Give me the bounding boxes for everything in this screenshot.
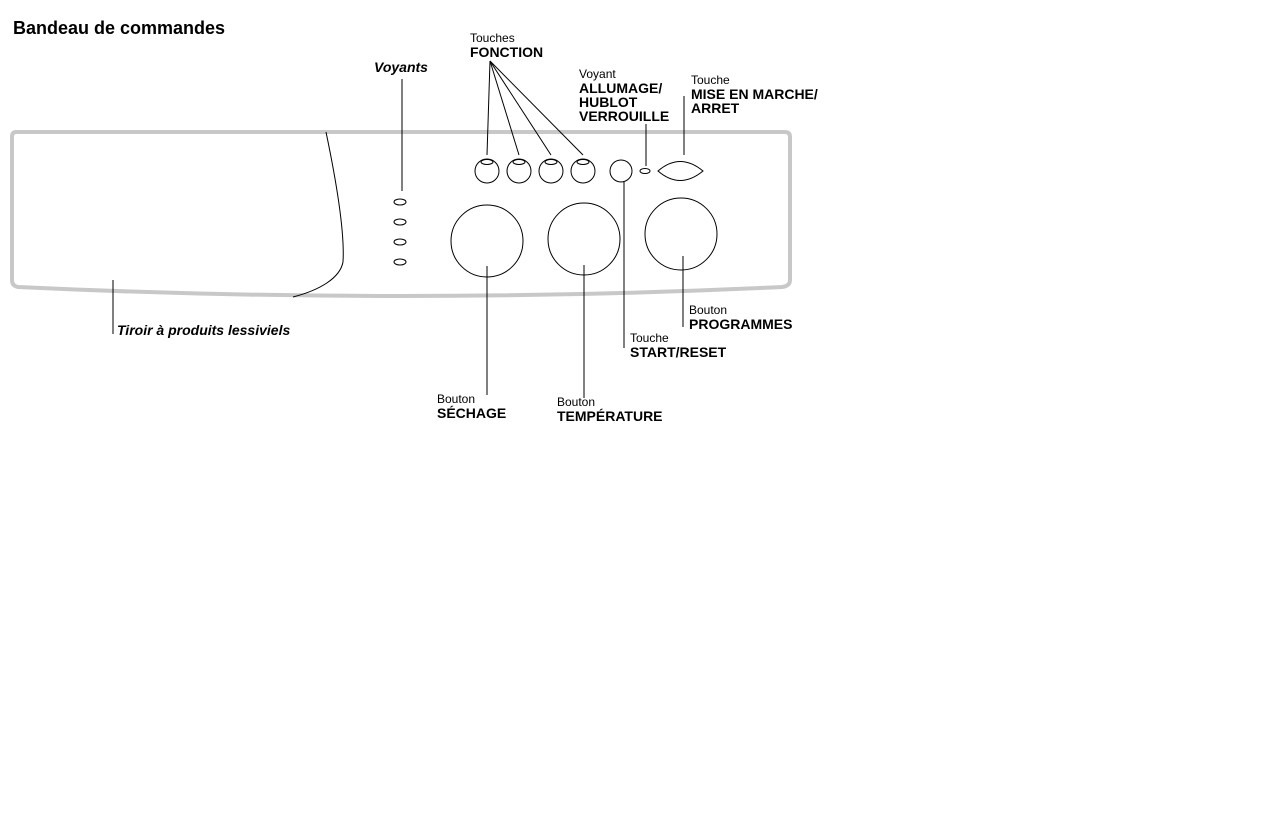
fonction-label-small: Touches: [470, 31, 515, 45]
fonction-label-big: FONCTION: [470, 44, 544, 60]
function-button[interactable]: [570, 158, 596, 184]
start-reset-button[interactable]: [609, 159, 633, 183]
allumage-label-big-1: ALLUMAGE/: [579, 80, 663, 96]
voyants-label: Voyants: [374, 59, 428, 75]
marche-label-big-2: ARRET: [691, 100, 740, 116]
indicator-light: [393, 238, 407, 246]
programmes-label-big: PROGRAMMES: [689, 316, 793, 332]
allumage-label-big-3: VERROUILLE: [579, 108, 670, 124]
temperature-label: Bouton TEMPÉRATURE: [557, 395, 663, 423]
power-door-indicator: [639, 168, 651, 174]
start-label: Touche START/RESET: [630, 331, 726, 359]
function-button[interactable]: [474, 158, 500, 184]
programmes-label-small: Bouton: [689, 303, 728, 317]
temperature-label-small: Bouton: [557, 395, 596, 409]
start-label-small: Touche: [630, 331, 669, 345]
panel-outline: [10, 130, 792, 298]
on-off-button[interactable]: [657, 161, 704, 181]
indicator-light: [393, 218, 407, 226]
function-button[interactable]: [538, 158, 564, 184]
indicator-light: [393, 258, 407, 266]
tiroir-label: Tiroir à produits lessiviels: [117, 322, 291, 338]
programs-knob[interactable]: [644, 197, 718, 271]
marche-label: Touche MISE EN MARCHE/ ARRET: [691, 73, 818, 115]
allumage-label: Voyant ALLUMAGE/ HUBLOT VERROUILLE: [579, 67, 669, 123]
allumage-label-big-2: HUBLOT: [579, 94, 638, 110]
drawer-edge: [292, 131, 344, 298]
temperature-label-big: TEMPÉRATURE: [557, 408, 663, 424]
start-label-big: START/RESET: [630, 344, 727, 360]
sechage-label-big: SÉCHAGE: [437, 405, 507, 421]
marche-label-small: Touche: [691, 73, 730, 87]
sechage-label: Bouton SÉCHAGE: [437, 392, 506, 420]
temperature-knob[interactable]: [547, 202, 621, 276]
sechage-label-small: Bouton: [437, 392, 476, 406]
page-title: Bandeau de commandes: [13, 18, 226, 38]
marche-label-big-1: MISE EN MARCHE/: [691, 86, 818, 102]
programmes-label: Bouton PROGRAMMES: [689, 303, 792, 331]
indicator-light: [393, 198, 407, 206]
leader-lines: [112, 60, 685, 398]
fonction-label: Touches FONCTION: [470, 31, 543, 59]
allumage-label-small: Voyant: [579, 67, 616, 81]
function-button[interactable]: [506, 158, 532, 184]
